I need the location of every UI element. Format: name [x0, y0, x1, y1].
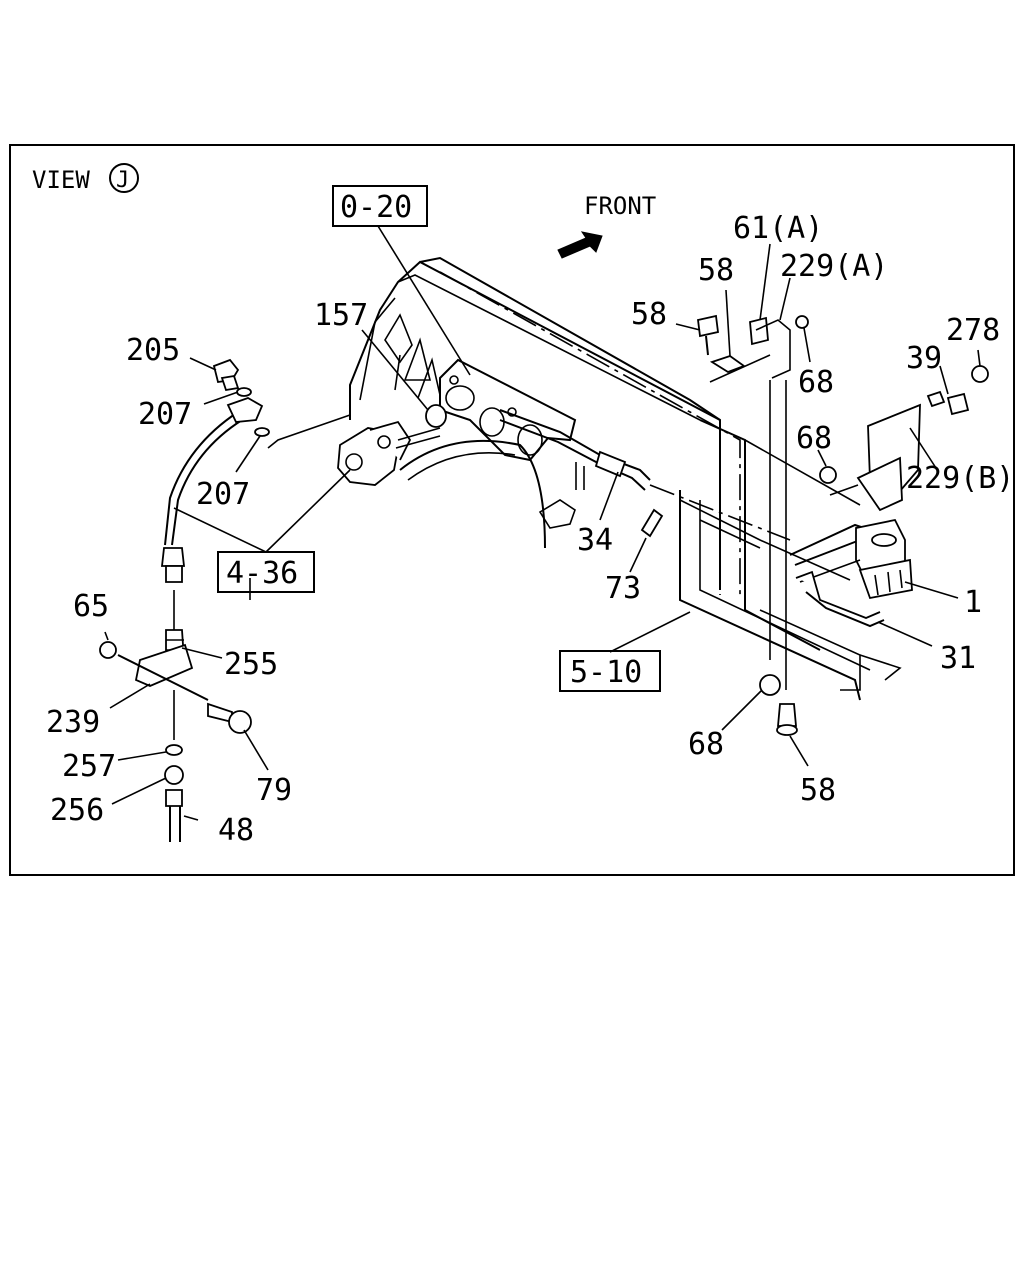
callout-205[interactable]: 205	[126, 333, 180, 368]
reservoir-tank	[795, 518, 913, 628]
callout-207-lower[interactable]: 207	[196, 477, 250, 512]
front-label: FRONT	[584, 192, 656, 220]
callout-58-bottom[interactable]: 58	[800, 773, 836, 808]
leader-lines	[104, 225, 981, 821]
ref-box-4-36[interactable]: 4-36	[217, 551, 315, 593]
callout-73[interactable]: 73	[605, 571, 641, 606]
svg-text:5-10: 5-10	[570, 655, 642, 690]
callout-229b[interactable]: 229(B)	[906, 461, 1014, 496]
callout-58-top[interactable]: 58	[698, 253, 734, 288]
ref-box-5-10[interactable]: 5-10	[559, 650, 661, 692]
front-arrow-icon	[557, 231, 603, 259]
callout-48[interactable]: 48	[218, 813, 254, 848]
callout-157[interactable]: 157	[314, 298, 368, 333]
hydraulic-pipe	[499, 409, 871, 566]
callout-229a[interactable]: 229(A)	[780, 249, 888, 284]
view-letter-circle	[109, 163, 139, 193]
o-ring-icon	[425, 404, 447, 428]
callout-79[interactable]: 79	[256, 773, 292, 808]
callout-34[interactable]: 34	[577, 523, 613, 558]
callout-39[interactable]: 39	[906, 341, 942, 376]
callout-278[interactable]: 278	[946, 313, 1000, 348]
callout-labels: 157 205 207 207 34 73 65 255 239 257 256…	[46, 211, 1014, 848]
clip-and-bolt-parts	[697, 314, 809, 690]
diagram-frame	[9, 144, 1015, 876]
callout-68-mid[interactable]: 68	[796, 421, 832, 456]
tank-bracket-b	[819, 365, 989, 512]
callout-31[interactable]: 31	[940, 641, 976, 676]
callout-239[interactable]: 239	[46, 705, 100, 740]
ref-box-0-20[interactable]: 0-20	[332, 185, 428, 227]
steering-pump	[337, 404, 447, 486]
callout-61a[interactable]: 61(A)	[733, 211, 823, 246]
callout-58-left[interactable]: 58	[631, 297, 667, 332]
callout-257[interactable]: 257	[62, 749, 116, 784]
svg-text:4-36: 4-36	[226, 556, 298, 591]
lower-bracket-assembly	[99, 629, 252, 842]
callout-65[interactable]: 65	[73, 589, 109, 624]
bottom-nut-and-bolt	[759, 674, 798, 736]
callout-255[interactable]: 255	[224, 647, 278, 682]
callout-68-top[interactable]: 68	[798, 365, 834, 400]
callout-68-bottom[interactable]: 68	[688, 727, 724, 762]
return-hose-stub	[640, 508, 664, 538]
callout-1[interactable]: 1	[964, 585, 982, 620]
pressure-hose	[160, 397, 264, 630]
svg-text:0-20: 0-20	[340, 190, 412, 225]
callout-207-upper[interactable]: 207	[138, 397, 192, 432]
banjo-bolt-parts	[212, 358, 270, 437]
view-label: VIEW	[32, 166, 90, 194]
view-letter: J	[116, 168, 129, 193]
callout-256[interactable]: 256	[50, 793, 104, 828]
